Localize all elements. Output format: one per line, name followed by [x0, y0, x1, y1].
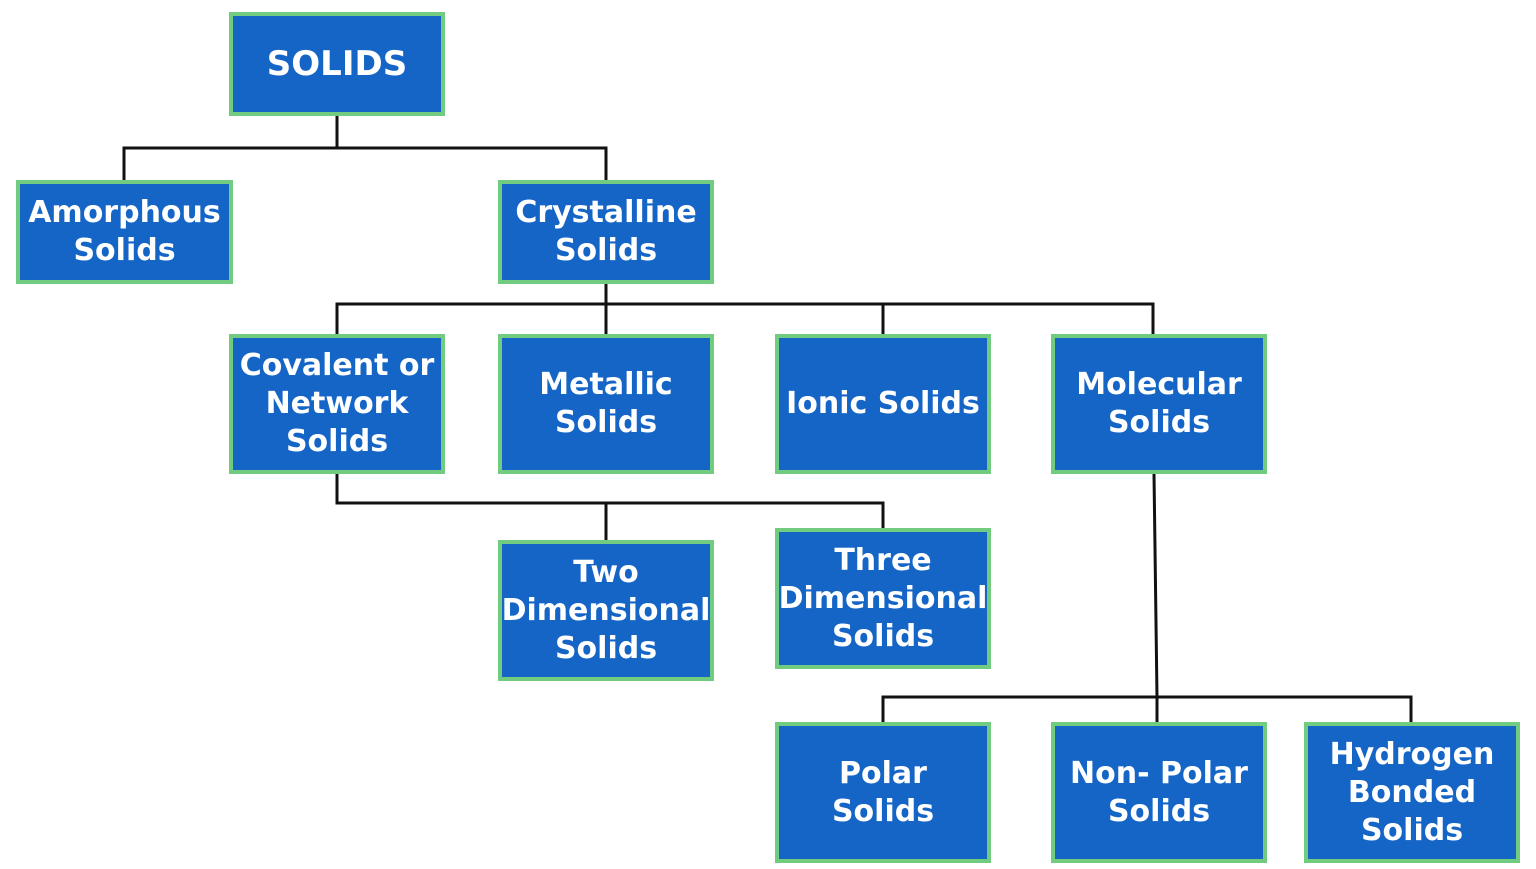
- node-covalent-network-solids: Covalent or Network Solids: [229, 334, 445, 474]
- node-solids: SOLIDS: [229, 12, 445, 116]
- node-ionic-solids-label: Ionic Solids: [786, 386, 980, 421]
- node-molecular-solids: Molecular Solids: [1051, 334, 1267, 474]
- node-hydrogen-bonded-solids-label: Hydrogen Bonded Solids: [1329, 736, 1495, 848]
- node-polar-solids: Polar Solids: [775, 722, 991, 863]
- connector-molecular: [881, 472, 1413, 724]
- node-crystalline-solids-label: Crystalline Solids: [515, 195, 697, 268]
- node-polar-solids-label: Polar Solids: [831, 755, 935, 829]
- connector-solids: [122, 114, 608, 182]
- node-non-polar-solids-label: Non- Polar Solids: [1070, 755, 1248, 829]
- connector-crystalline: [335, 282, 1155, 336]
- connector-covalent: [335, 472, 885, 542]
- node-metallic-solids: Metallic Solids: [498, 334, 714, 474]
- node-ionic-solids: Ionic Solids: [775, 334, 991, 474]
- node-molecular-solids-label: Molecular Solids: [1076, 367, 1242, 440]
- node-amorphous-solids: Amorphous Solids: [16, 180, 233, 284]
- node-solids-label: SOLIDS: [266, 44, 408, 84]
- node-metallic-solids-label: Metallic Solids: [539, 367, 673, 440]
- node-two-dimensional-solids-label: Two Dimensional Solids: [501, 554, 711, 666]
- node-three-dimensional-solids-label: Three Dimensional Solids: [778, 542, 988, 654]
- node-covalent-network-solids-label: Covalent or Network Solids: [239, 348, 435, 459]
- node-hydrogen-bonded-solids: Hydrogen Bonded Solids: [1304, 722, 1520, 863]
- node-non-polar-solids: Non- Polar Solids: [1051, 722, 1267, 863]
- node-three-dimensional-solids: Three Dimensional Solids: [775, 528, 991, 669]
- node-crystalline-solids: Crystalline Solids: [498, 180, 714, 284]
- node-amorphous-solids-label: Amorphous Solids: [28, 195, 221, 268]
- node-two-dimensional-solids: Two Dimensional Solids: [498, 540, 714, 681]
